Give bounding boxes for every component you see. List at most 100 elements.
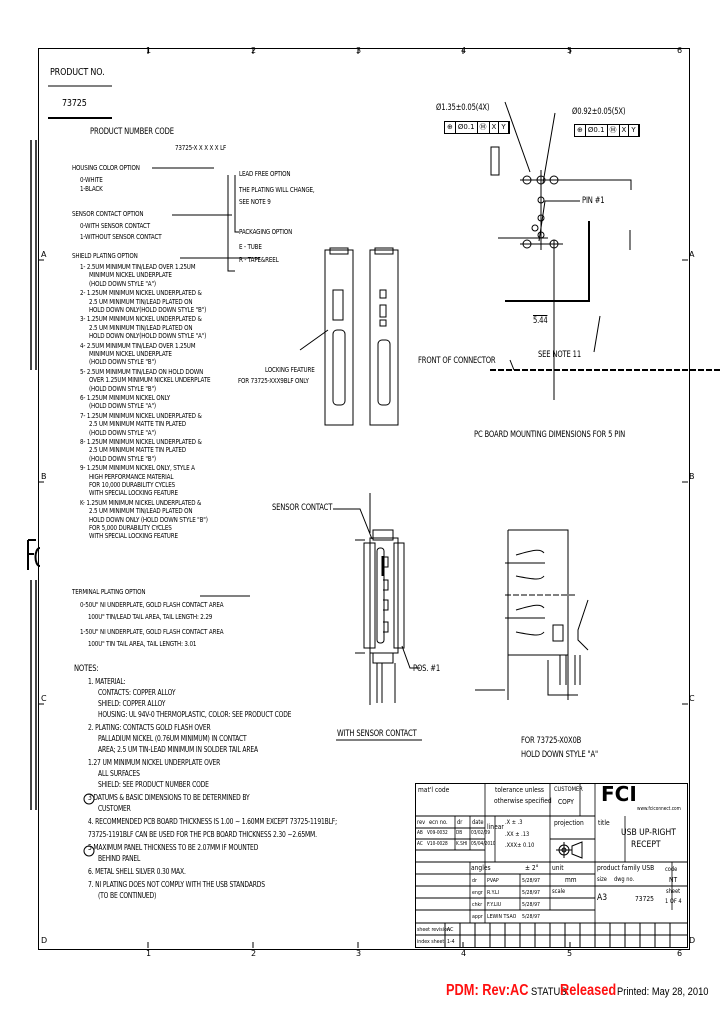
shield-option-line: (HOLD DOWN STYLE "B") — [89, 384, 156, 393]
terminal-option-line: 100u" TIN TAIL AREA, TAIL LENGTH: 3.01 — [88, 640, 197, 648]
note-line: CONTACTS: COPPER ALLOY — [98, 688, 176, 697]
shield-option-line: 8- 1.25um MINIMUM NICKEL UNDERPLATED & — [80, 438, 202, 446]
zone-col: 2 — [251, 46, 257, 55]
option-item: R - TAPE&REEL — [239, 256, 279, 264]
printed-date: Printed: May 28, 2010 — [617, 986, 709, 998]
sensor-contact-view — [333, 493, 420, 705]
front-view-caption: HOLD DOWN STYLE "A" — [521, 750, 598, 760]
dwg-no-label: dwg no. — [614, 876, 635, 883]
fcf-cell: Y — [629, 125, 639, 136]
sheet-label: sheet — [666, 888, 681, 895]
zone-row: A — [41, 250, 47, 259]
note-line: 5 MAXIMUM PANEL THICKNESS TO BE 2.07mm I… — [88, 843, 259, 852]
note-line: AREA; 2.5 um TIN-LEAD MINIMUM IN SOLDER … — [98, 745, 258, 754]
status-label: STATUS: — [531, 986, 570, 998]
zone-ticks — [38, 48, 688, 948]
shield-option-line: 5- 2.5um MINIMUM TIN/LEAD ON HOLD DOWN — [80, 367, 204, 376]
front-of-connector-label: FRONT OF CONNECTOR — [418, 356, 496, 366]
title-block-grid — [415, 783, 688, 948]
option-item: 0-WITH SENSOR CONTACT — [80, 222, 151, 230]
copyright-notice — [30, 140, 37, 810]
pdm-revision-stamp: PDM: Rev:AC — [446, 982, 529, 999]
note-line: 3 DATUMS & BASIC DIMENSIONS TO BE DETERM… — [88, 793, 250, 802]
fcf-cell: Ⓜ — [608, 125, 620, 136]
fcf-cell: X — [490, 122, 500, 133]
product-code-title: PRODUCT NUMBER CODE — [90, 127, 174, 137]
dimension-5-44: 5.44 — [533, 315, 548, 326]
connector-side-view — [299, 247, 399, 426]
terminal-option-line: 0-50u" Ni UNDERPLATE, GOLD FLASH CONTACT… — [80, 601, 224, 609]
linear-label: linear — [487, 823, 504, 831]
note-line: 2. PLATING: CONTACTS GOLD FLASH OVER — [88, 723, 211, 732]
signature-cell: LEWIN TSAO — [487, 914, 517, 920]
shield-option-line: 2.5 um MINIMUM MATTE TIN PLATED — [89, 420, 186, 429]
code-value: NT — [669, 876, 678, 884]
note-line: 1. MATERIAL: — [88, 677, 126, 686]
index-sheet-value: 1-4 — [447, 939, 455, 945]
sensor-option-title: SENSOR CONTACT OPTION — [72, 210, 144, 218]
note-line: 6. METAL SHELL SILVER 0.30 MAX. — [88, 867, 186, 876]
shield-option-line: MINIMUM NICKEL UNDERPLATE — [89, 271, 172, 280]
tolerance-label: tolerance unless — [495, 786, 545, 794]
shield-option-line: FOR 5,000 DURABILITY CYCLES — [89, 524, 172, 532]
shield-option-line: (HOLD DOWN STYLE "B") — [89, 358, 156, 367]
see-note-label: SEE NOTE 11 — [538, 350, 582, 360]
sheet-revision-label: sheet revision — [417, 927, 450, 933]
terminal-option-line: 100u" TIN/LEAD TAIL AREA, TAIL LENGTH: 2… — [88, 613, 213, 621]
zone-row: C — [689, 694, 695, 703]
signature-cell: R.Y.LI — [487, 890, 499, 896]
note-line: 7. Ni PLATING DOES NOT COMPLY WITH THE U… — [88, 880, 265, 889]
shield-option-line: (HOLD DOWN STYLE "A") — [89, 428, 156, 437]
shield-option-title: SHIELD PLATING OPTION — [72, 252, 138, 260]
shield-option-line: 2.5 um MINIMUM TIN/LEAD PLATED ON — [89, 507, 193, 516]
pcb-mounting-title: PC BOARD MOUNTING DIMENSIONS FOR 5 PIN — [474, 430, 626, 440]
shield-option-line: WITH SPECIAL LOCKING FEATURE — [89, 532, 178, 541]
signature-cell: PVAP — [487, 878, 499, 884]
lead-free-title: LEAD FREE OPTION — [239, 170, 291, 178]
pin1-label: PIN #1 — [582, 196, 605, 206]
shield-option-line: MINIMUM NICKEL UNDERPLATE — [89, 350, 172, 358]
revision-cell: AC — [417, 841, 423, 847]
tolerance-row: .X ± .3 — [505, 819, 523, 826]
note-line: (TO BE CONTINUED) — [98, 891, 157, 900]
shield-option-line: K- 1.25um MINIMUM NICKEL UNDERPLATED & — [80, 498, 202, 507]
product-no-label: PRODUCT NO. — [50, 67, 105, 78]
zone-col: 1 — [146, 46, 152, 55]
zone-col: 6 — [677, 46, 683, 55]
shield-option-line: (HOLD DOWN STYLE "A") — [89, 279, 156, 288]
size-label: size — [597, 876, 607, 883]
fcf-cell: Y — [499, 122, 509, 133]
fcf-cell: ⊕ — [575, 125, 586, 136]
locking-feature-label: FOR 73725-XXX9BLF ONLY — [238, 377, 309, 385]
note-line: CUSTOMER — [98, 804, 131, 813]
signature-cell: 5/28/97 — [522, 902, 541, 908]
scale-label: scale — [552, 888, 566, 895]
zone-col: 4 — [461, 949, 467, 958]
sheet-value: 1 OF 4 — [665, 898, 682, 905]
zone-col: 4 — [461, 46, 467, 55]
note-line: 73725-1191BLF CAN BE USED FOR THE PCB BO… — [88, 830, 317, 839]
pad-dim-1: Ø1.35±0.05(4X) — [436, 103, 490, 113]
status-value: Released — [560, 982, 617, 999]
customer-label: CUSTOMER — [554, 786, 583, 793]
drawing-title: USB UP-RIGHT — [621, 828, 676, 838]
fcf-cell: X — [620, 125, 630, 136]
size-value: A3 — [597, 893, 608, 903]
note-line: SHIELD: SEE PRODUCT NUMBER CODE — [98, 780, 209, 789]
fci-logo-side — [27, 539, 41, 570]
option-item: SEE NOTE 9 — [239, 198, 271, 206]
notes-title: NOTES: — [74, 664, 99, 674]
tolerance-label: otherwise specified — [494, 797, 552, 805]
product-number: 73725 — [62, 98, 87, 109]
zone-col: 3 — [356, 949, 362, 958]
date-header: date — [472, 819, 484, 826]
pad-dim-2: Ø0.92±0.05(5X) — [572, 107, 626, 117]
revision-cell: K.SHI — [456, 841, 468, 847]
shield-option-line: (HOLD DOWN STYLE "B") — [89, 454, 156, 463]
revision-cell: 03/02/09 — [471, 830, 491, 836]
drawing-frame — [38, 48, 690, 950]
shield-option-line: 2- 1.25um MINIMUM NICKEL UNDERPLATED & — [80, 289, 202, 298]
